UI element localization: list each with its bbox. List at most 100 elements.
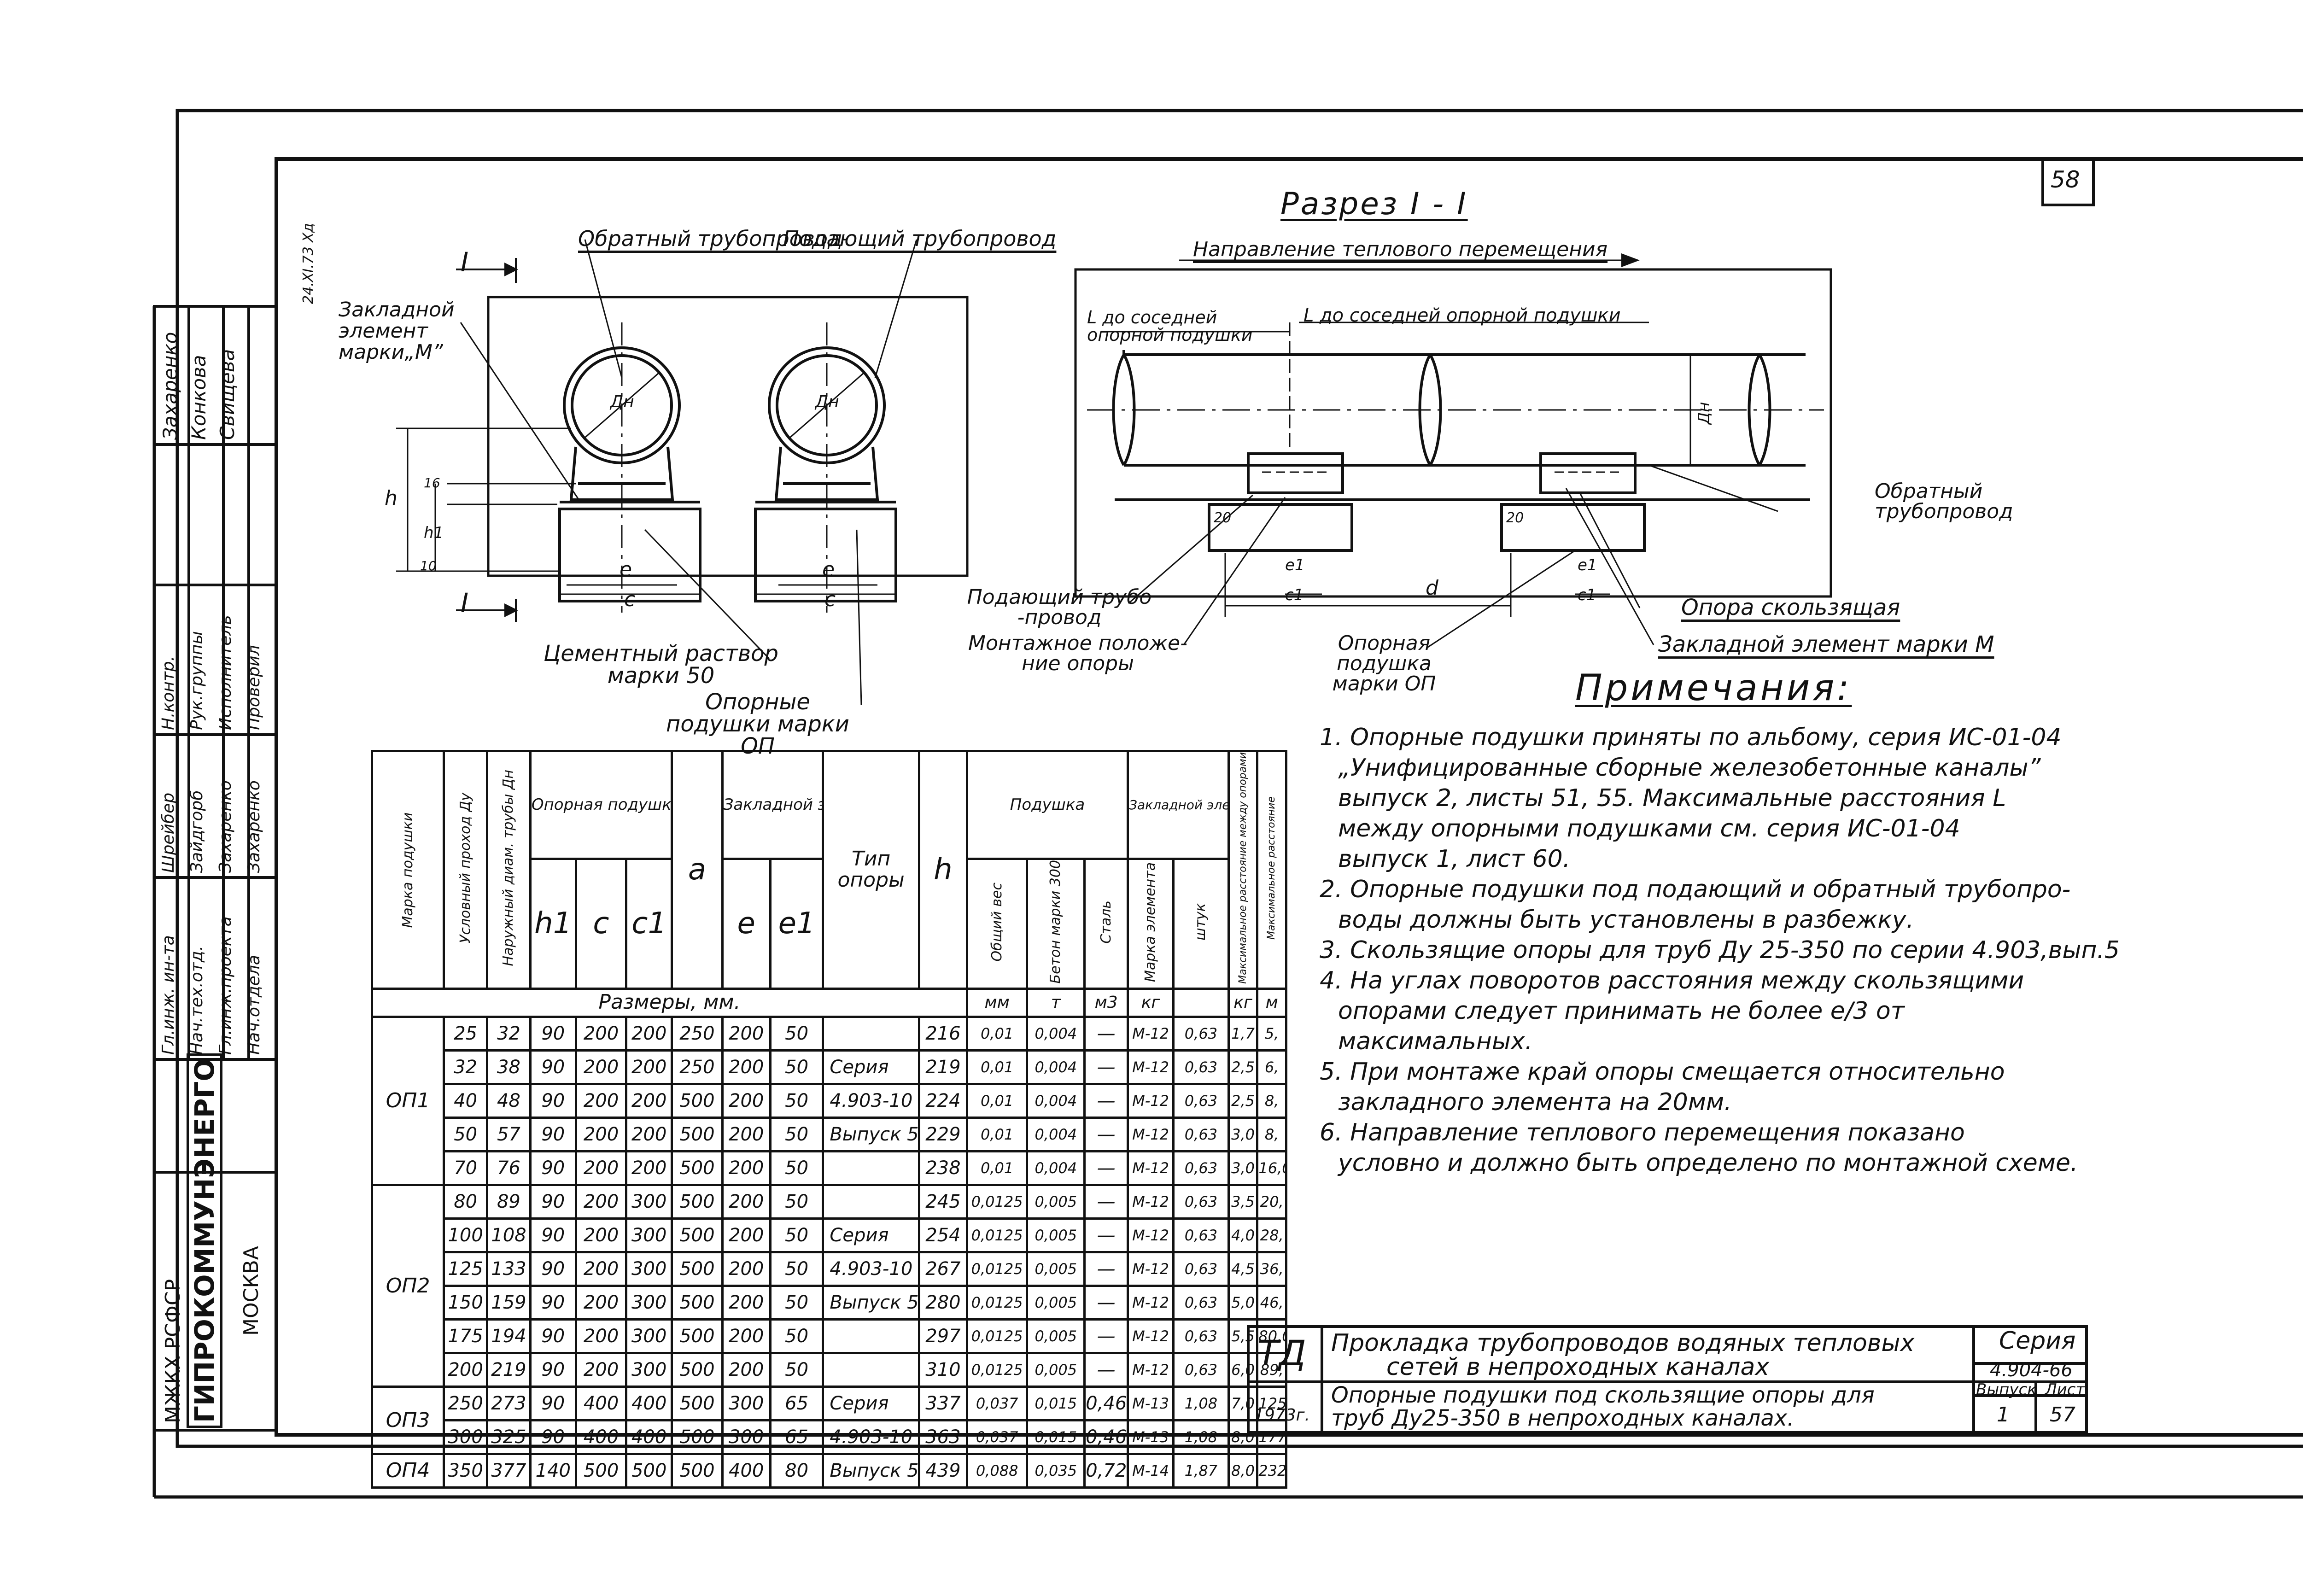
table-cell: 90 <box>529 1217 577 1253</box>
note-line: максимальных. <box>1338 1028 1533 1055</box>
table-cell: 267 <box>918 1251 969 1287</box>
table-cell: М-13 <box>1127 1419 1175 1455</box>
label-to-next-b: L до соседней опорной подушки <box>1303 305 1621 326</box>
table-cell: 500 <box>671 1082 724 1119</box>
table-cell: 3,0 <box>1227 1116 1259 1152</box>
stamp-name: Захаренко <box>159 332 181 440</box>
table-cell: 50 <box>769 1150 824 1186</box>
table-cell: 0,005 <box>1026 1318 1086 1354</box>
th-total-weight: Общий вес <box>988 882 1005 962</box>
table-cell: 250 <box>671 1049 724 1085</box>
cell-mark: ОП3 <box>370 1385 445 1455</box>
table-cell: 20, <box>1256 1183 1287 1220</box>
table-cell: 300 <box>721 1385 772 1421</box>
table-cell: 400 <box>721 1452 772 1489</box>
table-cell: 200 <box>574 1049 628 1085</box>
table-cell: 200 <box>721 1082 772 1119</box>
table-cell: 36, <box>1256 1251 1287 1287</box>
cell-support-type <box>822 1015 920 1052</box>
dim-c1-left: c1 <box>1285 586 1304 604</box>
label-sliding-support: Опора скользящая <box>1681 595 1900 620</box>
label-to-next-a: L до соседней опорной подушки <box>1087 307 1253 345</box>
table-cell: 50 <box>769 1351 824 1388</box>
tb-td: ТД <box>1257 1333 1306 1374</box>
table-cell: 5,0 <box>1227 1284 1259 1321</box>
table-cell: М-12 <box>1127 1082 1175 1119</box>
table-cell: 1,87 <box>1172 1452 1230 1489</box>
notes-title: Примечания: <box>1575 667 1852 709</box>
table-cell: 250 <box>443 1385 489 1421</box>
section-outline <box>1074 268 1832 598</box>
dim-16: 16 <box>424 475 440 491</box>
table-cell: М-13 <box>1127 1385 1175 1421</box>
table-cell: 2,5 <box>1227 1049 1259 1085</box>
table-cell: 0,0125 <box>965 1183 1029 1220</box>
table-cell: 50 <box>769 1183 824 1220</box>
table-cell: 0,005 <box>1026 1183 1086 1220</box>
dim-c-left: c <box>624 588 636 611</box>
note-line: 1. Опорные подушки приняты по альбому, с… <box>1320 724 2062 751</box>
table-cell: 133 <box>486 1251 532 1287</box>
table-cell: 90 <box>529 1183 577 1220</box>
table-cell: 7,0 <box>1227 1385 1259 1421</box>
section-marker-bottom: I <box>461 587 469 619</box>
table-cell: 200 <box>721 1183 772 1220</box>
table-cell: 140 <box>529 1452 577 1489</box>
stamp-name: Зайдгорб <box>187 790 206 873</box>
table-cell: 0,0125 <box>965 1318 1029 1354</box>
table-cell: М-12 <box>1127 1116 1175 1152</box>
table-cell: 219 <box>918 1049 969 1085</box>
table-cell: 5,5 <box>1227 1318 1259 1354</box>
th-unit-m3: м3 <box>1083 987 1129 1018</box>
table-cell: 300 <box>625 1217 673 1253</box>
table-cell: — <box>1083 1351 1129 1388</box>
th-embedded: Закладной элемент <box>721 749 824 860</box>
table-cell: 439 <box>918 1452 969 1489</box>
th-dims-mm: Размеры, мм. <box>371 987 968 1018</box>
table-cell: 280 <box>918 1284 969 1321</box>
table-cell: 0,01 <box>965 1150 1029 1186</box>
table-cell: 0,035 <box>1026 1452 1086 1489</box>
table-cell: М-12 <box>1127 1183 1175 1220</box>
table-cell: 0,63 <box>1172 1351 1230 1388</box>
section-marker-top: I <box>461 246 469 278</box>
label-pads: Опорные подушки марки ОП <box>666 689 849 759</box>
table-cell: 175 <box>443 1318 489 1354</box>
table-cell: 200 <box>721 1217 772 1253</box>
dim-h1: h1 <box>424 524 444 542</box>
table-cell: 32 <box>486 1015 532 1052</box>
table-cell: 50 <box>769 1082 824 1119</box>
table-cell: 200 <box>625 1116 673 1152</box>
label-supply-pipe-bottom: Подающий трубо -провод <box>967 585 1152 629</box>
table-cell: 232,7 <box>1256 1452 1287 1489</box>
table-cell: 500 <box>671 1452 724 1489</box>
table-cell: 90 <box>529 1385 577 1421</box>
table-cell: 200 <box>721 1318 772 1354</box>
table-cell: 200 <box>574 1217 628 1253</box>
label-embedded-element: Закладной элемент марки„М” <box>339 298 455 364</box>
table-cell: 8,0 <box>1227 1419 1259 1455</box>
sheet-number-box <box>2041 158 2095 206</box>
table-cell: 0,01 <box>965 1116 1029 1152</box>
table-cell: — <box>1083 1284 1129 1321</box>
th-embedded2: Закладной элемент <box>1127 749 1230 860</box>
th-mark: Марка подушки <box>372 751 444 988</box>
stamp-role: Нач.тех.отд. <box>187 945 206 1055</box>
table-cell: 200 <box>574 1318 628 1354</box>
dim-e-left: e <box>620 558 632 581</box>
table-cell: 8, <box>1256 1116 1287 1152</box>
channel-outline <box>487 296 969 577</box>
table-cell: 300 <box>625 1318 673 1354</box>
note-line: выпуск 2, листы 51, 55. Максимальные рас… <box>1338 784 2006 812</box>
table-cell: 0,63 <box>1172 1217 1230 1253</box>
dim-10: 10 <box>420 558 437 573</box>
table-cell: — <box>1083 1150 1129 1186</box>
cell-mark: ОП4 <box>370 1452 445 1489</box>
table-cell: 200 <box>721 1116 772 1152</box>
table-cell: 89, <box>1256 1351 1287 1388</box>
